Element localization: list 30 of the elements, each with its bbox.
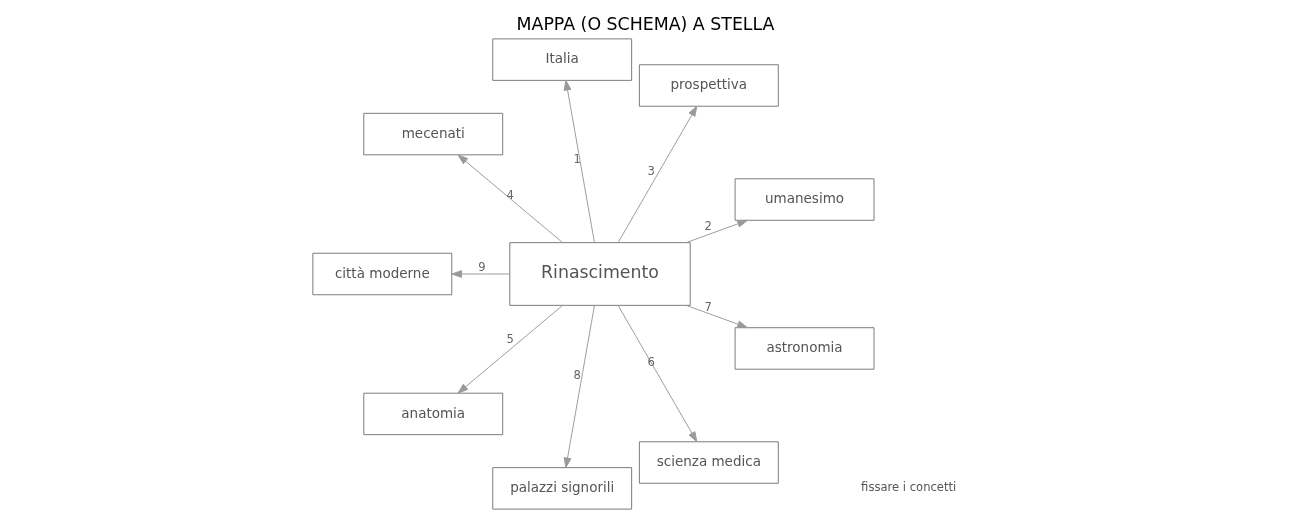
arrow bbox=[563, 79, 595, 243]
node-box: palazzi signorili bbox=[491, 467, 632, 510]
node-box: umanesimo bbox=[734, 178, 874, 221]
edge-label: 9 bbox=[477, 259, 486, 274]
edge-label: 5 bbox=[506, 331, 514, 346]
arrow bbox=[457, 154, 563, 244]
node-box: anatomia bbox=[362, 392, 503, 436]
edge-label: 7 bbox=[703, 300, 712, 315]
arrow bbox=[563, 305, 595, 469]
arrow bbox=[457, 304, 563, 394]
node-box: città moderne bbox=[311, 252, 452, 296]
arrow bbox=[617, 105, 697, 243]
node-box: scienza medica bbox=[638, 441, 779, 484]
edge-label: 6 bbox=[646, 354, 655, 369]
edge-label: 3 bbox=[646, 164, 655, 179]
arrow bbox=[617, 305, 697, 443]
label: fissare i concetti bbox=[860, 480, 956, 495]
edge-label: 4 bbox=[506, 187, 514, 202]
edge-label: 1 bbox=[572, 151, 581, 166]
diagram-title: MAPPA (O SCHEMA) A STELLA bbox=[516, 13, 774, 34]
node-box: prospettiva bbox=[638, 64, 779, 107]
arrow bbox=[685, 304, 748, 329]
node-box: mecenati bbox=[362, 112, 503, 156]
edge-label: 8 bbox=[572, 367, 581, 382]
arrow bbox=[685, 219, 748, 244]
node-box: astronomia bbox=[734, 327, 874, 370]
edge-label: 2 bbox=[703, 218, 712, 233]
node-box: Italia bbox=[491, 38, 632, 81]
node-box: Rinascimento bbox=[508, 242, 691, 306]
arrow bbox=[450, 270, 510, 278]
